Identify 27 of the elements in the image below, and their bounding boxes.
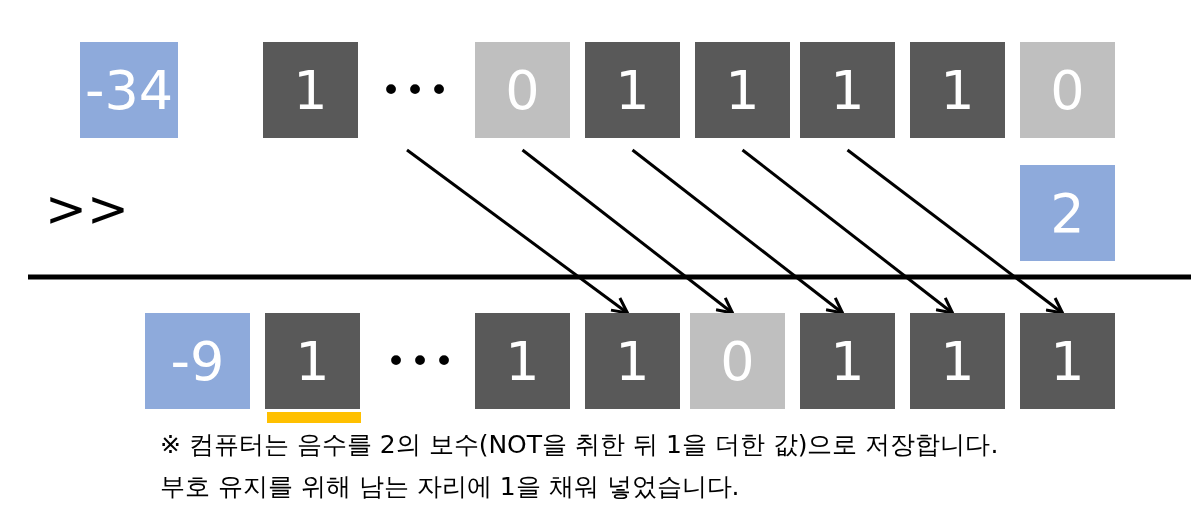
bit-box: 1 [800, 42, 895, 138]
arrow [406, 148, 629, 315]
bit-box: -34 [80, 42, 178, 138]
bit-box: 1 [1020, 313, 1115, 409]
ellipsis: ••• [377, 313, 467, 409]
bit-box: 2 [1020, 165, 1115, 261]
bit-box: -9 [145, 313, 250, 409]
ellipsis: ••• [372, 42, 462, 138]
bit-box: 0 [475, 42, 570, 138]
note: ※ 컴퓨터는 음수를 2의 보수(NOT을 취한 뒤 1을 더한 값)으로 저장합니다. [160, 429, 999, 461]
bit-box: 0 [1020, 42, 1115, 138]
bit-box: 1 [585, 42, 680, 138]
shift-operator: >> [45, 180, 129, 238]
arrow [741, 148, 954, 315]
arrow [631, 148, 844, 315]
bit-box: 1 [265, 313, 360, 409]
bit-box: 1 [475, 313, 570, 409]
note: 부호 유지를 위해 남는 자리에 1을 채워 넣었습니다. [160, 471, 740, 503]
bit-box: 1 [585, 313, 680, 409]
arrow [846, 148, 1064, 315]
bit-box: 0 [690, 313, 785, 409]
bit-box: 1 [910, 42, 1005, 138]
bit-box: 1 [695, 42, 790, 138]
bit-box: 1 [910, 313, 1005, 409]
bit-box: 1 [263, 42, 358, 138]
bit-box: 1 [800, 313, 895, 409]
arrow [521, 148, 734, 315]
